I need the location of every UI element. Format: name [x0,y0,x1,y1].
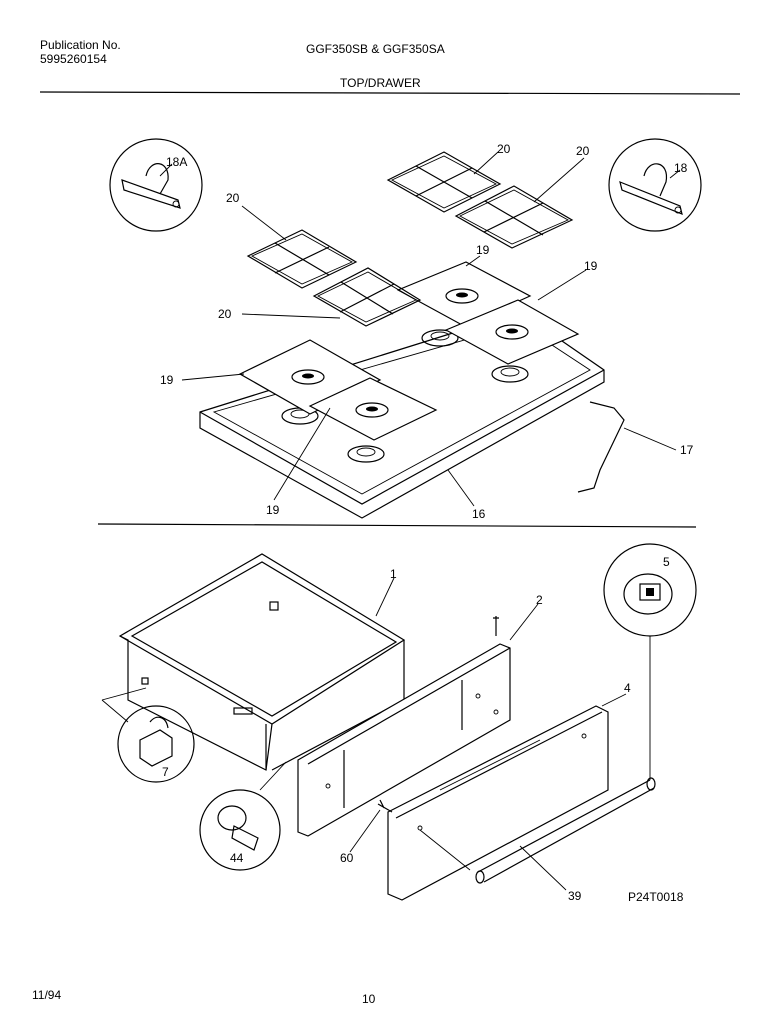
burner-pan-left-front [308,377,438,441]
diagram-code: P24T0018 [628,890,684,904]
callout-2: 2 [536,593,543,607]
inset-44 [199,789,281,871]
grate-right-rear [386,151,502,213]
callout-20-right-front: 20 [576,144,590,158]
callout-19-left-rear: 19 [160,373,174,387]
inset-18 [608,138,702,232]
callout-16: 16 [472,507,486,521]
wire-17 [577,401,625,493]
publication-label: Publication No. [40,38,121,52]
inset-5 [603,543,697,637]
grate-left-rear [246,229,358,289]
callout-19-right-rear: 19 [476,243,490,257]
grate-right-front [454,185,574,249]
callout-18: 18 [674,161,688,175]
header-rule [39,91,741,95]
handle-rod [475,777,656,884]
callout-19-left-front: 19 [266,503,280,517]
callout-20-left-rear: 20 [226,191,240,205]
callout-20-left-front: 20 [218,307,232,321]
footer-date: 11/94 [32,988,62,1002]
drawer-back-panel [297,616,511,837]
drawer-front [387,705,609,901]
burner-pan-right-front [444,299,580,365]
callout-20-right-rear: 20 [497,142,511,156]
publication-number: 5995260154 [40,52,107,66]
inset-18a [109,138,203,232]
callout-18a: 18A [166,155,187,169]
leader-lines-drawer [101,577,651,891]
callout-1: 1 [390,567,397,581]
screw-60 [377,799,393,813]
grate-left-front [312,267,422,327]
callout-39: 39 [568,889,582,903]
callout-19-right-front: 19 [584,259,598,273]
callout-17: 17 [680,443,694,457]
model-numbers: GGF350SB & GGF350SA [306,42,445,56]
inset-7 [117,705,195,783]
callout-7: 7 [162,765,169,779]
callout-44: 44 [230,851,244,865]
section-divider [97,523,697,528]
callout-4: 4 [624,681,631,695]
section-title: TOP/DRAWER [340,76,421,90]
callout-60: 60 [340,851,354,865]
callout-5: 5 [663,555,670,569]
page-number: 10 [362,992,376,1006]
leader-lines-top [159,151,681,507]
